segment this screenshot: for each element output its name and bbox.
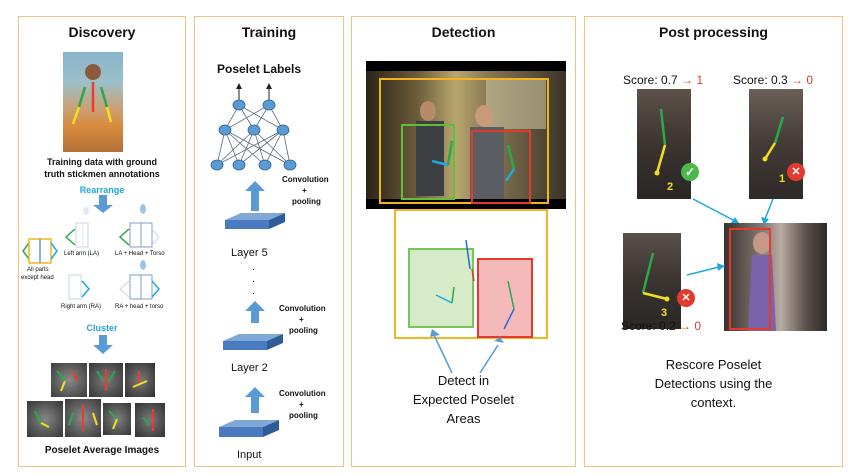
cluster-label: Cluster xyxy=(86,323,118,333)
part-all-parts-label-1: All parts xyxy=(27,267,49,273)
post-caption-line2: Detections using the xyxy=(654,376,773,391)
discovery-caption-line2: truth stickmen annotations xyxy=(44,169,160,179)
discovery-footer: Poselet Average Images xyxy=(44,445,160,456)
poselet-labels-title: Poselet Labels xyxy=(217,62,302,76)
post-processing-title: Post processing xyxy=(659,24,768,40)
avg-image-2 xyxy=(89,363,123,397)
conv-label-bottom-3: pooling xyxy=(289,411,318,420)
avg-image-7 xyxy=(135,403,165,437)
rank-3-label: 3 xyxy=(661,307,668,319)
detection-scene-photo xyxy=(366,61,566,209)
detection-title: Detection xyxy=(431,24,496,40)
detection-caption-line3: Areas xyxy=(446,411,481,426)
input-label: Input xyxy=(237,449,262,461)
score-1-result: 1 xyxy=(696,73,704,87)
expected-areas-diagram xyxy=(394,209,548,374)
ellipsis-dot-1: . xyxy=(252,261,256,273)
conv-label-mid-2: + xyxy=(299,315,304,324)
avg-image-5 xyxy=(65,399,101,437)
detection-caption-line2: Expected Poselet xyxy=(412,392,515,407)
score-1: Score: 0.7 → 1 xyxy=(623,73,703,87)
conv-label-top-1: Convolution xyxy=(282,175,329,184)
context-person-photo xyxy=(724,223,827,331)
discovery-arrows xyxy=(22,195,160,354)
cross-badge-icon: ✕ xyxy=(787,163,805,181)
part-all-parts-label-2: except head xyxy=(21,275,54,281)
avg-image-6 xyxy=(103,403,131,435)
score-3-result: 0 xyxy=(694,319,702,333)
score-3-prefix: Score: 0.2 xyxy=(621,319,676,333)
score-3: Score: 0.2 → 0 xyxy=(621,319,701,333)
neural-network-diagram xyxy=(210,83,297,437)
ellipsis-dot-2: . xyxy=(252,273,256,285)
score-2: Score: 0.3 → 0 xyxy=(733,73,813,87)
conv-label-mid-3: pooling xyxy=(289,326,318,335)
layer2-label: Layer 2 xyxy=(231,362,268,374)
score-3-arrow: → xyxy=(679,319,692,333)
ellipsis-dot-3: . xyxy=(252,285,256,297)
part-la-head-torso-label: LA + Head + Torso xyxy=(115,251,165,257)
discovery-panel: Discovery Training data with ground trut… xyxy=(18,16,186,467)
cross-badge-icon: ✕ xyxy=(677,289,695,307)
conv-label-top-3: pooling xyxy=(292,197,321,206)
score-2-arrow: → xyxy=(791,73,804,87)
training-title: Training xyxy=(241,24,297,40)
layer5-label: Layer 5 xyxy=(231,247,268,259)
stickman-overlay xyxy=(71,64,113,125)
post-caption-line3: context. xyxy=(690,395,737,410)
detection-caption-line1: Detect in xyxy=(437,373,490,388)
rank-2-label: 1 xyxy=(779,173,786,185)
conv-label-top-2: + xyxy=(302,186,307,195)
rank-1-label: 2 xyxy=(667,181,674,193)
post-caption-line1: Rescore Poselet xyxy=(665,357,762,372)
check-badge-icon: ✓ xyxy=(681,163,699,181)
conv-label-bottom-2: + xyxy=(299,400,304,409)
training-panel: Training Poselet Labels xyxy=(194,16,344,467)
post-arrows xyxy=(686,198,774,276)
avg-image-1 xyxy=(51,363,87,397)
score-2-result: 0 xyxy=(806,73,814,87)
conv-label-mid-1: Convolution xyxy=(279,304,326,313)
rearrange-label: Rearrange xyxy=(79,185,125,195)
discovery-title: Discovery xyxy=(68,24,136,40)
part-ra-head-torso-label: RA + head + torso xyxy=(115,304,164,310)
poselet-crop-1: 2 xyxy=(637,89,691,199)
discovery-caption-line1: Training data with ground xyxy=(47,157,157,167)
detection-panel: Detection xyxy=(351,16,576,467)
score-2-prefix: Score: 0.3 xyxy=(733,73,788,87)
poselet-crop-3: 3 xyxy=(623,233,681,329)
avg-image-3 xyxy=(125,363,155,397)
part-right-arm-label: Right arm (RA) xyxy=(61,304,102,310)
post-processing-panel: Post processing Score: 0.7 → 1 Score: 0.… xyxy=(584,16,843,467)
avg-image-4 xyxy=(27,401,63,437)
part-left-arm-label: Left arm (LA) xyxy=(64,251,100,257)
score-1-prefix: Score: 0.7 xyxy=(623,73,678,87)
score-1-arrow: → xyxy=(681,73,694,87)
training-photo xyxy=(63,52,123,152)
conv-label-bottom-1: Convolution xyxy=(279,389,326,398)
